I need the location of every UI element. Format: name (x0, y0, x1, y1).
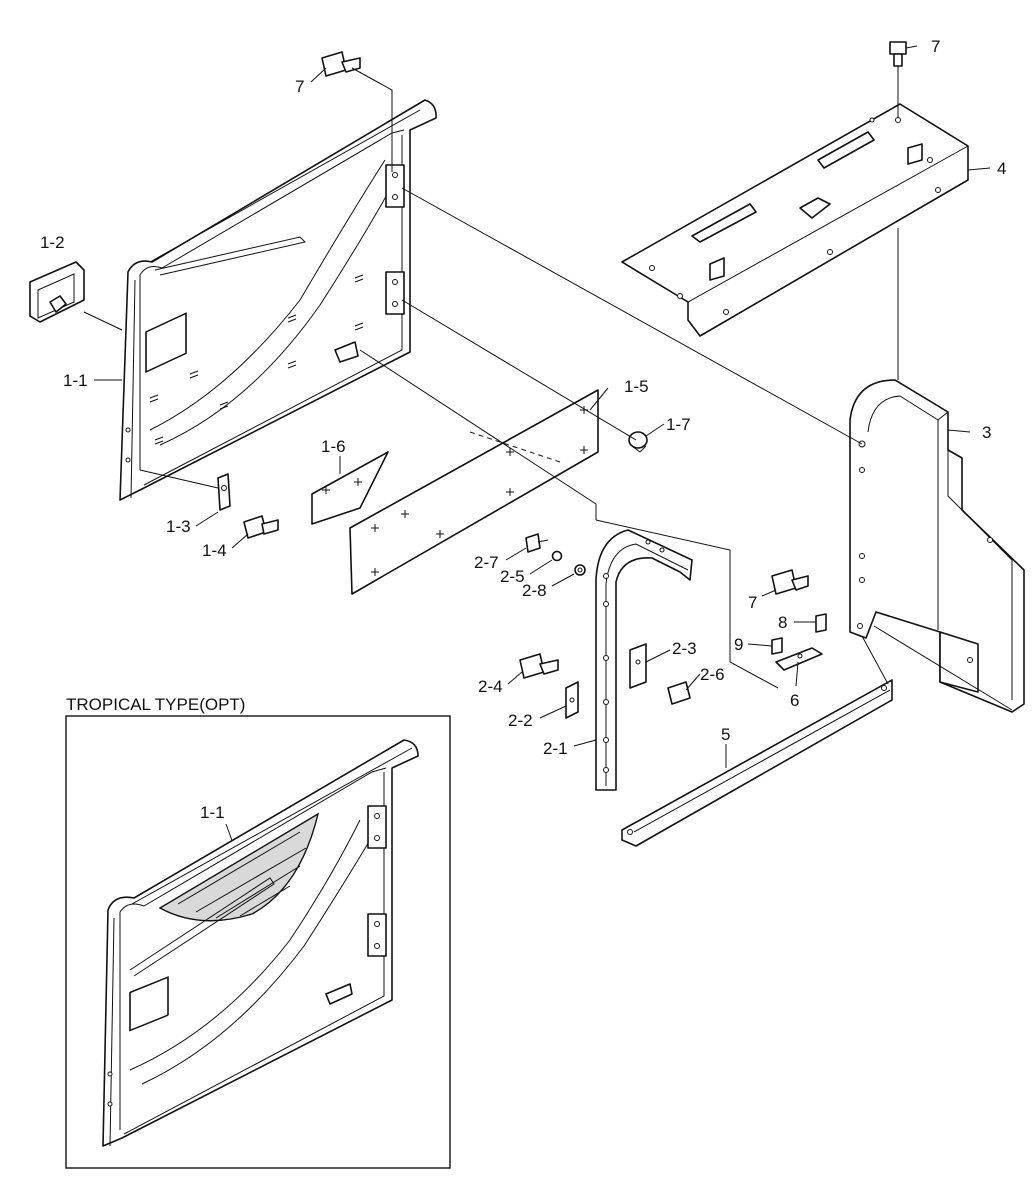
label-3: 3 (982, 423, 991, 442)
nut-2-5 (551, 550, 563, 562)
bracket-1-3 (217, 473, 231, 511)
bolt-7-mid (771, 569, 809, 595)
rail-5 (621, 679, 893, 847)
label-7-top-left: 7 (295, 77, 304, 96)
label-2-8: 2-8 (522, 581, 547, 600)
bolt-7-top-right (889, 41, 907, 67)
label-5: 5 (721, 725, 730, 744)
bolt-2-4 (519, 653, 559, 679)
label-2-4: 2-4 (478, 677, 503, 696)
label-2-5: 2-5 (500, 567, 525, 586)
label-2-3: 2-3 (672, 639, 697, 658)
bolt-1-4 (243, 515, 279, 539)
label-7-mid: 7 (748, 593, 757, 612)
label-1-1: 1-1 (63, 371, 88, 390)
label-1-1-inset: 1-1 (200, 803, 225, 822)
label-1-3: 1-3 (166, 517, 191, 536)
label-2-2: 2-2 (508, 711, 533, 730)
label-9: 9 (734, 635, 743, 654)
pad-1-6 (311, 451, 389, 525)
door-handle-1-2 (29, 261, 85, 323)
label-2-1: 2-1 (543, 739, 568, 758)
part-labels: 7 7 4 1-2 1-1 1-5 1-7 3 1-6 1-3 1-4 2-7 … (40, 37, 1006, 822)
screw-8 (815, 613, 827, 633)
bolt-9 (771, 637, 783, 655)
pad-1-5 (349, 389, 599, 595)
top-plate-4 (621, 103, 969, 337)
screw-2-7 (525, 533, 549, 553)
side-panel-3 (849, 379, 1025, 713)
inset-frame (65, 715, 451, 1169)
inset-title: TROPICAL TYPE(OPT) (66, 695, 245, 714)
label-4: 4 (997, 159, 1006, 178)
label-1-7: 1-7 (666, 415, 691, 434)
louver-vent (158, 812, 320, 922)
door-panel-1-1-tropical (102, 739, 419, 1147)
label-8: 8 (778, 613, 787, 632)
label-7-top-right: 7 (931, 37, 940, 56)
clip-2-2 (565, 681, 579, 719)
label-1-5: 1-5 (624, 377, 649, 396)
stud-bolts (149, 274, 364, 445)
bolt-7-top-left (321, 51, 361, 77)
label-2-7: 2-7 (474, 553, 499, 572)
cap-1-7 (628, 431, 648, 453)
latch-6 (775, 647, 823, 671)
tropical-type-inset: TROPICAL TYPE(OPT) (65, 695, 451, 1169)
assembly-lines (83, 66, 1013, 711)
label-1-4: 1-4 (202, 541, 227, 560)
bracket-2-1 (595, 529, 693, 791)
label-6: 6 (790, 691, 799, 710)
bolt-2-6 (667, 681, 691, 705)
washer-2-8 (574, 564, 586, 576)
label-1-6: 1-6 (321, 437, 346, 456)
label-1-2: 1-2 (40, 233, 65, 252)
clip-2-3 (629, 643, 647, 689)
label-2-6: 2-6 (700, 665, 725, 684)
door-panel-1-1 (119, 99, 437, 501)
